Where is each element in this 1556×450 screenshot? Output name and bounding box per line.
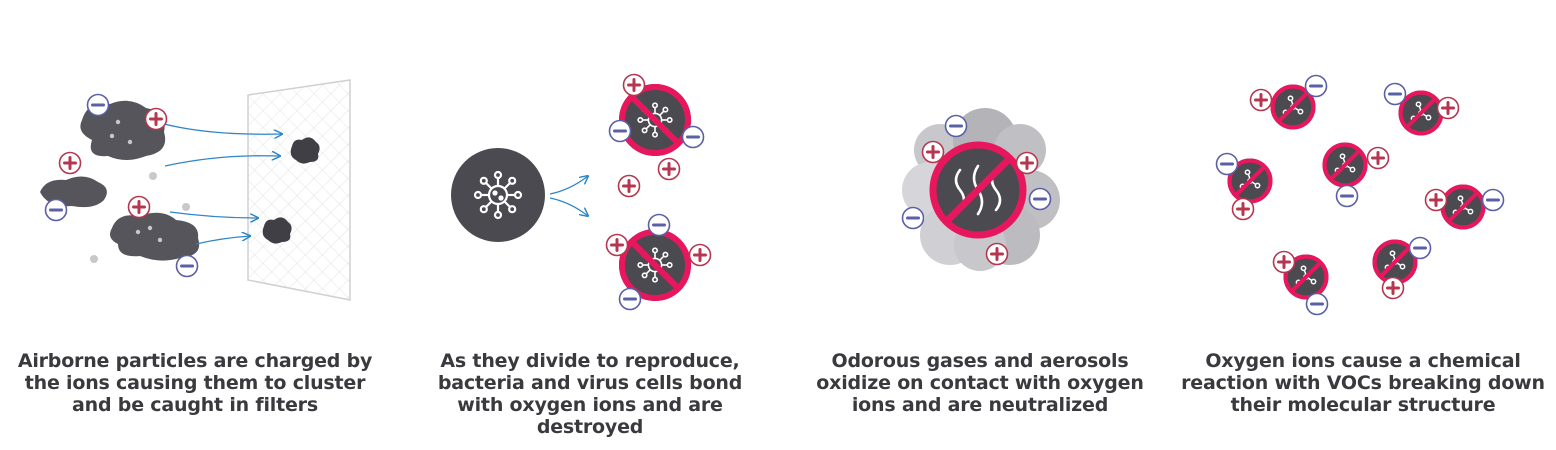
panel-voc: Oxygen ions cause a chemical reaction wi… — [1170, 0, 1556, 450]
panel-caption: Oxygen ions cause a chemical reaction wi… — [1181, 350, 1545, 416]
filter-particles-icon — [40, 79, 351, 301]
molecule-icon — [1215, 74, 1505, 316]
panel-odor: Odorous gases and aerosols oxidize on co… — [780, 0, 1170, 450]
panel-caption: Odorous gases and aerosols oxidize on co… — [816, 350, 1144, 416]
panel-virus: As they divide to reproduce, bacteria an… — [390, 0, 780, 450]
panel-filter: Airborne particles are charged by the io… — [0, 0, 390, 450]
panel-caption: Airborne particles are charged by the io… — [17, 350, 373, 416]
odor-icon — [901, 108, 1060, 271]
virus-icon — [451, 73, 712, 311]
panel-caption: As they divide to reproduce, bacteria an… — [437, 350, 743, 438]
